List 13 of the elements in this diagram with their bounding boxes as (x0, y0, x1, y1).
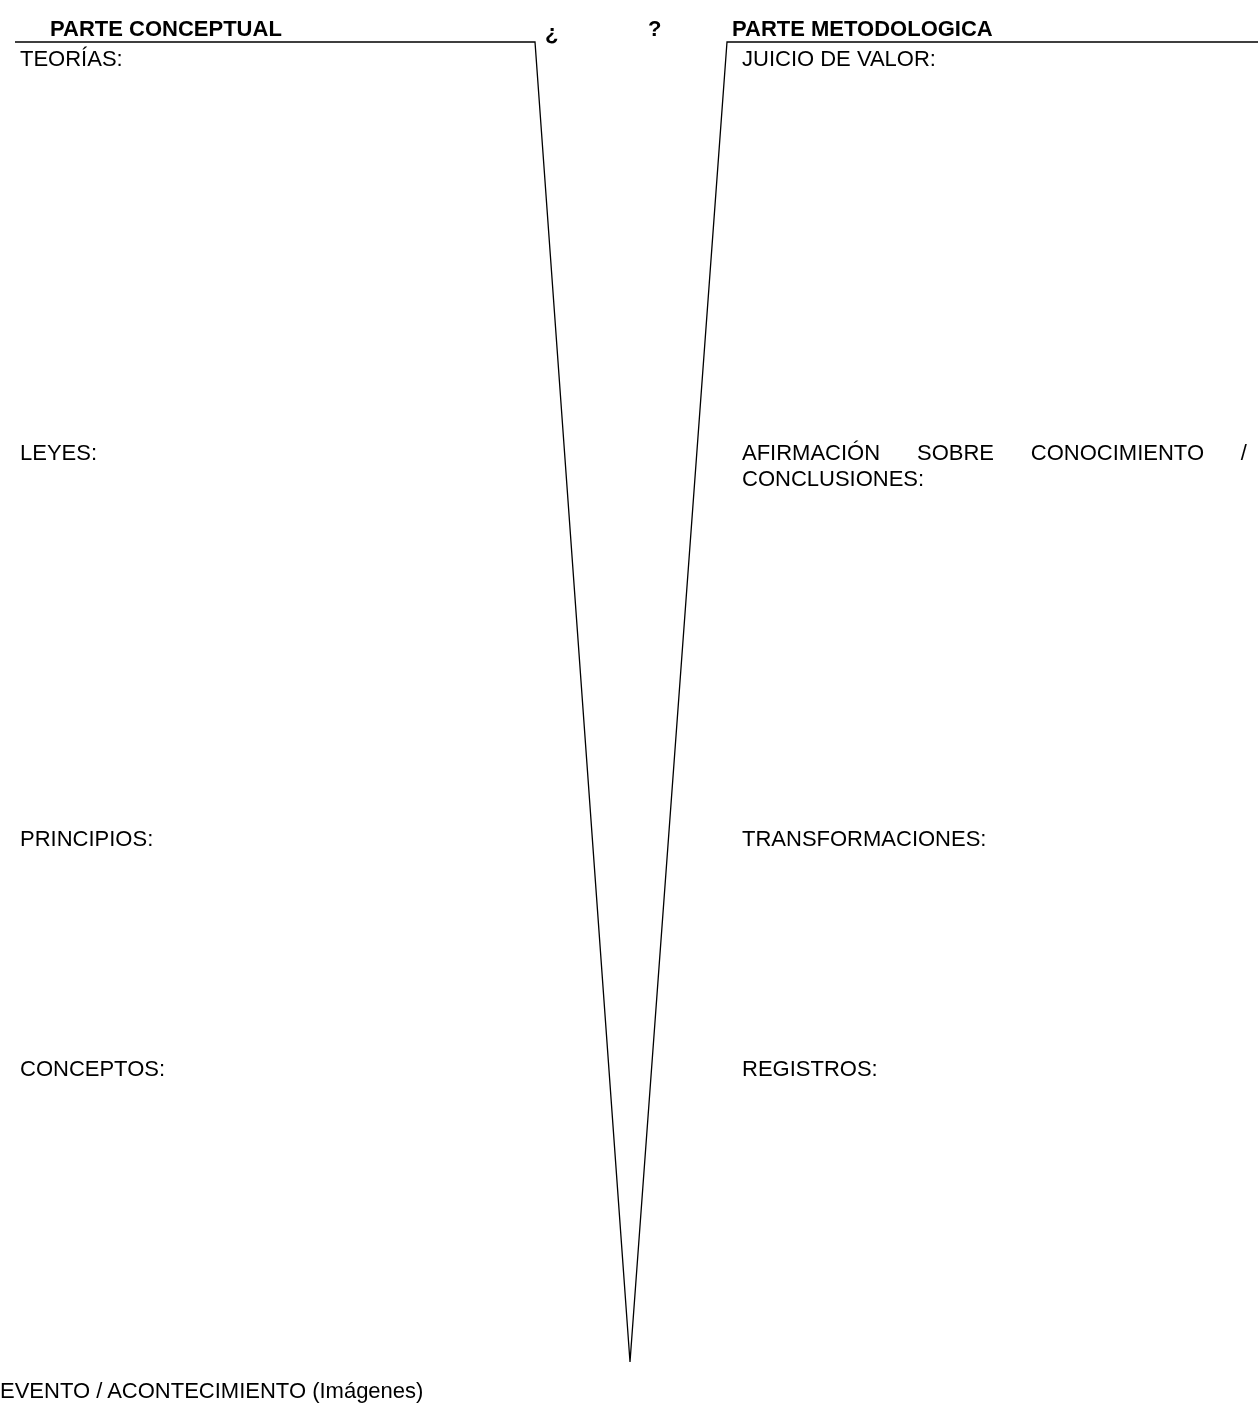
field-label: TEORÍAS: (20, 46, 123, 72)
event-label: EVENTO / ACONTECIMIENTO (Imágenes) (0, 1378, 424, 1404)
question-mark: ? (648, 16, 662, 42)
section-heading: PARTE METODOLOGICA (732, 16, 993, 42)
field-label: REGISTROS: (742, 1056, 878, 1082)
field-label: TRANSFORMACIONES: (742, 826, 987, 852)
field-label: PRINCIPIOS: (20, 826, 154, 852)
question-mark: ¿ (545, 20, 559, 46)
field-label: LEYES: (20, 440, 98, 466)
field-label: JUICIO DE VALOR: (742, 46, 936, 72)
section-heading: PARTE CONCEPTUAL (50, 16, 282, 42)
field-label: AFIRMACIÓN SOBRE CONOCIMIENTO / CONCLUSIONES: (742, 440, 1247, 492)
field-label: CONCEPTOS: (20, 1056, 166, 1082)
